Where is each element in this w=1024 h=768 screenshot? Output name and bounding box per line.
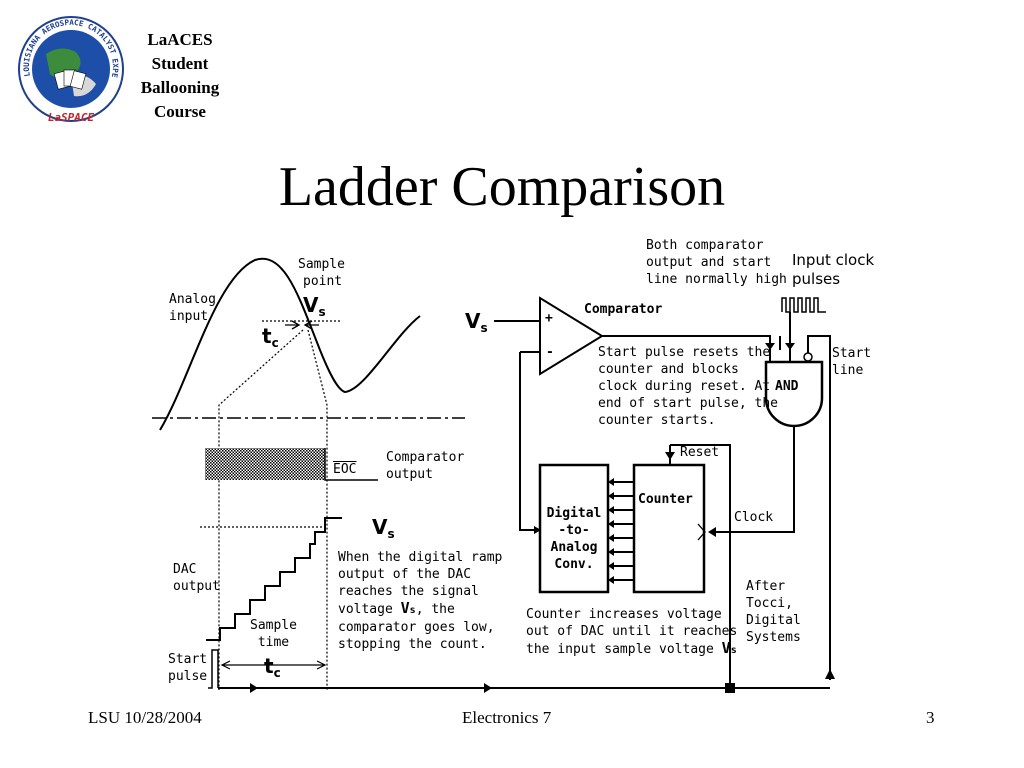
- start-line-label: Start line: [832, 346, 872, 378]
- course-name: LaACES Student Ballooning Course: [130, 28, 230, 124]
- course-line: Student: [151, 54, 209, 73]
- and-label: AND: [775, 379, 799, 394]
- dac-block: [538, 463, 610, 594]
- slide-title: Ladder Comparison: [278, 156, 726, 218]
- sample-time-label: Sample time: [250, 618, 297, 650]
- dac-staircase: [206, 517, 342, 641]
- counter-block: [632, 463, 706, 594]
- counter-note: Counter increases voltage out of DAC unt…: [526, 607, 738, 657]
- both-note: Both comparator output and start line no…: [646, 238, 787, 287]
- clock-label: Clock: [734, 510, 774, 525]
- sample-point-label: Sample point: [298, 257, 345, 289]
- course-line: LaACES: [147, 30, 213, 49]
- footer-course: Electronics 7: [462, 708, 552, 727]
- tc-label: tc: [262, 324, 279, 350]
- dac-output-label: DAC output: [173, 562, 220, 594]
- comparator-label: Comparator: [584, 302, 663, 317]
- clock-pulse-train: [781, 297, 826, 313]
- input-clock-label: Input clock pulses: [792, 251, 875, 288]
- reset-label: Reset: [680, 445, 720, 460]
- ramp-note: When the digital ramp output of the DAC …: [338, 550, 503, 652]
- course-line: Ballooning: [140, 78, 220, 97]
- comparator-output-label: Comparator output: [386, 450, 465, 482]
- course-line: Course: [154, 102, 206, 121]
- laspace-logo: LOUISIANA AEROSPACE CATALYST EXPERIENCES…: [14, 7, 126, 130]
- eoc-label: EOC: [333, 462, 357, 477]
- analog-waveform: [159, 257, 421, 431]
- and-gate: [764, 360, 824, 428]
- seal-mark: LaSPACE: [48, 111, 95, 124]
- footer-date: LSU 10/28/2004: [88, 708, 202, 727]
- minus-terminal: -: [546, 345, 554, 360]
- tc-bottom-label: tc: [264, 654, 281, 680]
- comparator-symbol: [539, 296, 604, 376]
- analog-input-label: Analog input: [169, 292, 216, 324]
- comparator-output-hatch: [205, 448, 325, 480]
- footer-page-number: 3: [926, 708, 935, 727]
- vs-ramp-label: Vs: [372, 515, 395, 541]
- dac-block-label: Digital -to- Analog Conv.: [546, 506, 602, 572]
- start-pulse-label: Start pulse: [168, 652, 208, 684]
- vs-sample-label: Vs: [303, 293, 326, 319]
- start-note: Start pulse resets the counter and block…: [598, 345, 779, 428]
- after-tocci-label: After Tocci, Digital Systems: [746, 579, 801, 645]
- vs-input-label: Vs: [465, 309, 488, 335]
- plus-terminal: +: [545, 311, 553, 326]
- counter-label: Counter: [638, 492, 693, 507]
